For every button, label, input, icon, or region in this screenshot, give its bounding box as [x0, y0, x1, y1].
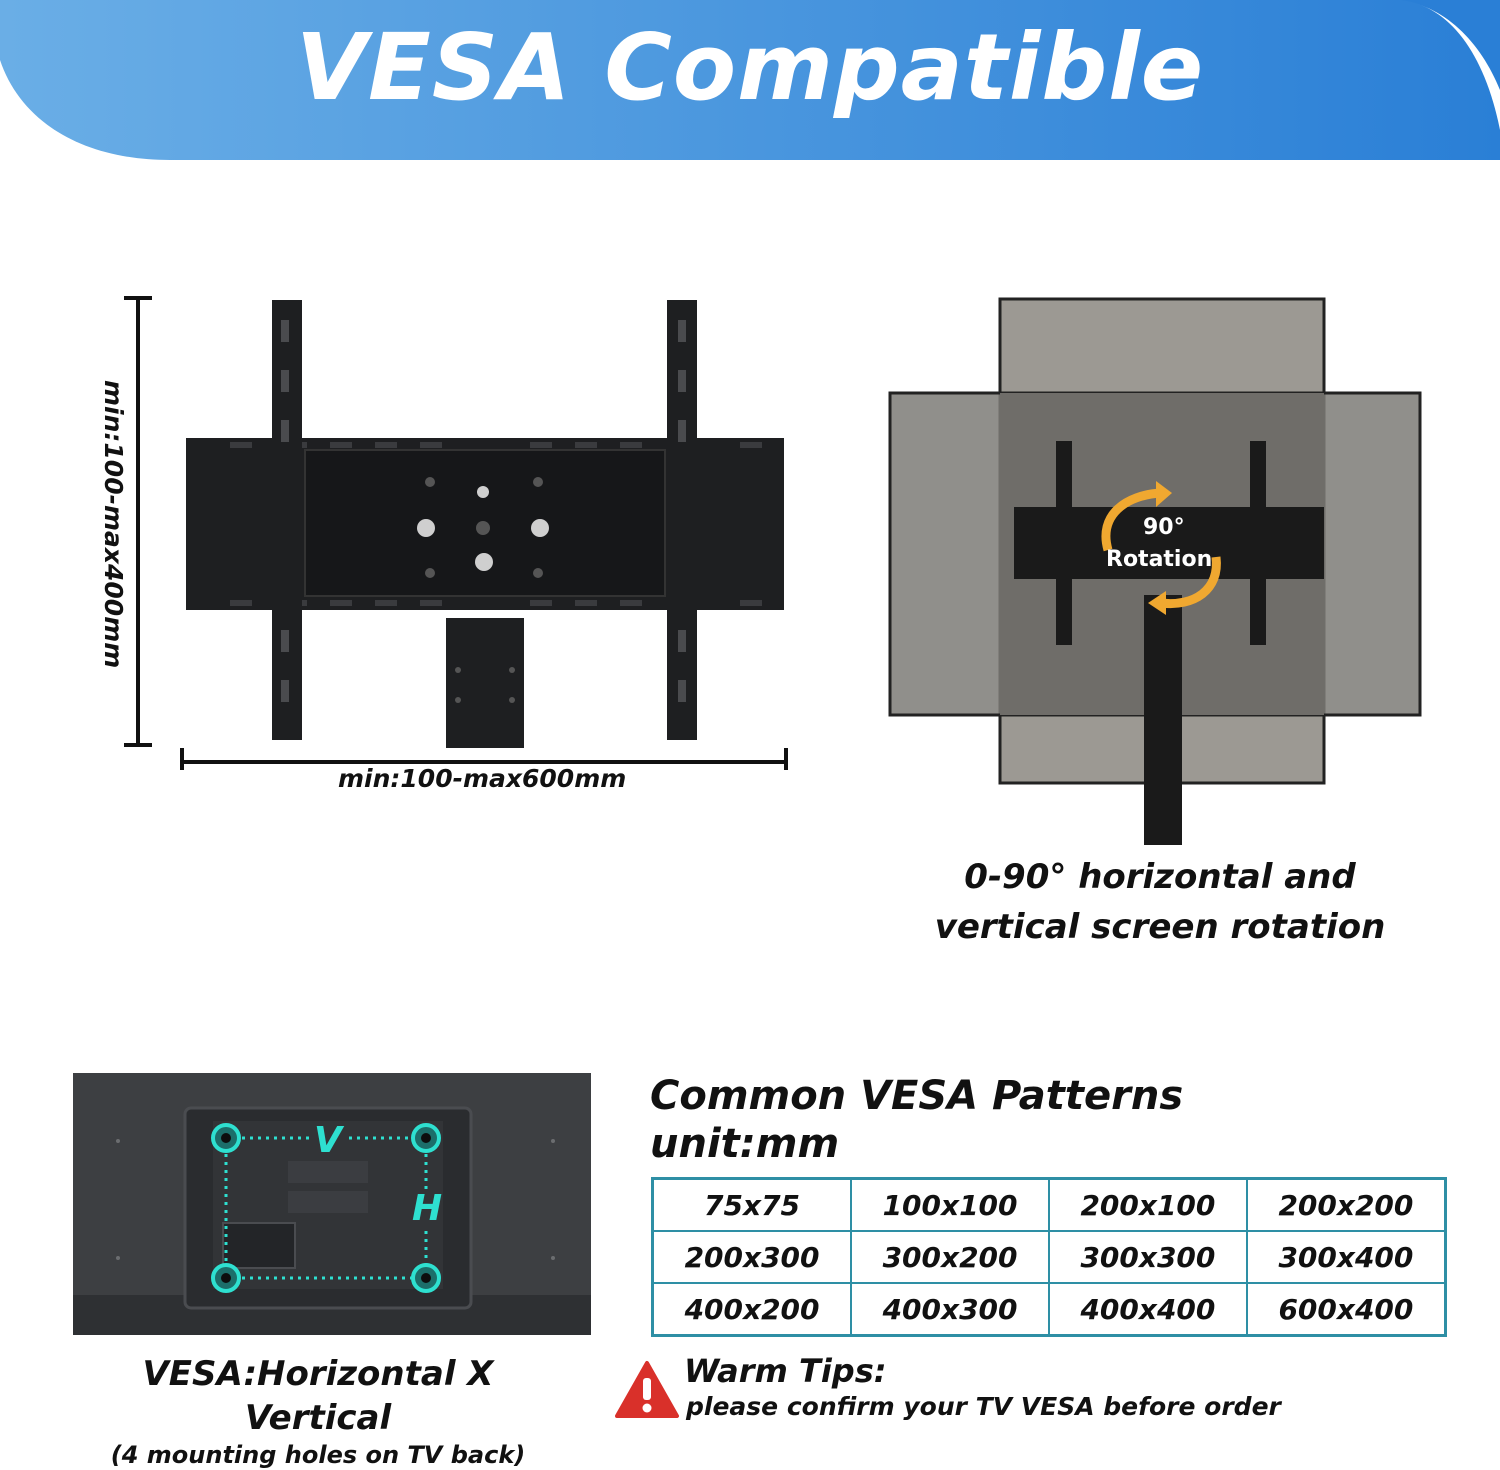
h-dimension-label: H — [412, 1188, 443, 1229]
tv-bracket-illustration — [124, 296, 788, 770]
table-row: 400x200 400x300 400x400 600x400 — [651, 1282, 1447, 1337]
table-cell: 200x300 — [651, 1230, 853, 1284]
table-cell: 200x200 — [1245, 1177, 1447, 1232]
table-cell: 400x300 — [850, 1282, 1050, 1337]
rotation-caption: 0-90° horizontal and vertical screen rot… — [880, 852, 1440, 952]
table-cell: 300x400 — [1245, 1230, 1447, 1284]
rotation-illustration — [888, 297, 1422, 845]
table-row: 200x300 300x200 300x300 300x400 — [651, 1230, 1447, 1284]
vesa-caption: VESA:Horizontal X Vertical (4 mounting h… — [68, 1352, 568, 1470]
vesa-pattern-table: 75x75 100x100 200x100 200x200 200x300 30… — [651, 1177, 1447, 1337]
table-cell: 200x100 — [1047, 1177, 1248, 1232]
table-cell: 400x200 — [651, 1282, 853, 1337]
tv-back-illustration — [73, 1073, 591, 1335]
vesa-caption-line1: VESA:Horizontal X Vertical — [142, 1354, 494, 1438]
table-cell: 600x400 — [1245, 1282, 1447, 1337]
rotation-caption-line2: vertical screen rotation — [934, 907, 1386, 947]
width-range-label: min:100-max600mm — [338, 764, 627, 793]
rotation-caption-line1: 0-90° horizontal and — [964, 857, 1356, 897]
table-cell: 300x300 — [1047, 1230, 1248, 1284]
patterns-heading-line2: unit:mm — [650, 1121, 840, 1167]
header-banner — [0, 0, 1500, 160]
banner-title: VESA Compatible — [295, 14, 1205, 121]
rotation-degrees-label: 90° — [1143, 515, 1185, 540]
tips-title: Warm Tips: — [684, 1352, 887, 1390]
height-range-label: min:100-max400mm — [99, 380, 128, 669]
warning-triangle-icon — [615, 1361, 679, 1418]
rotation-word-label: Rotation — [1106, 547, 1213, 572]
patterns-heading: Common VESA Patterns unit:mm — [650, 1072, 1183, 1168]
table-cell: 75x75 — [651, 1177, 853, 1232]
patterns-heading-line1: Common VESA Patterns — [650, 1073, 1184, 1119]
tips-body: please confirm your TV VESA before order — [686, 1392, 1281, 1421]
v-dimension-label: V — [314, 1120, 342, 1161]
table-row: 75x75 100x100 200x100 200x200 — [651, 1177, 1447, 1232]
table-cell: 300x200 — [850, 1230, 1050, 1284]
vesa-caption-line2: (4 mounting holes on TV back) — [110, 1441, 526, 1469]
table-cell: 400x400 — [1047, 1282, 1248, 1337]
table-cell: 100x100 — [850, 1177, 1050, 1232]
